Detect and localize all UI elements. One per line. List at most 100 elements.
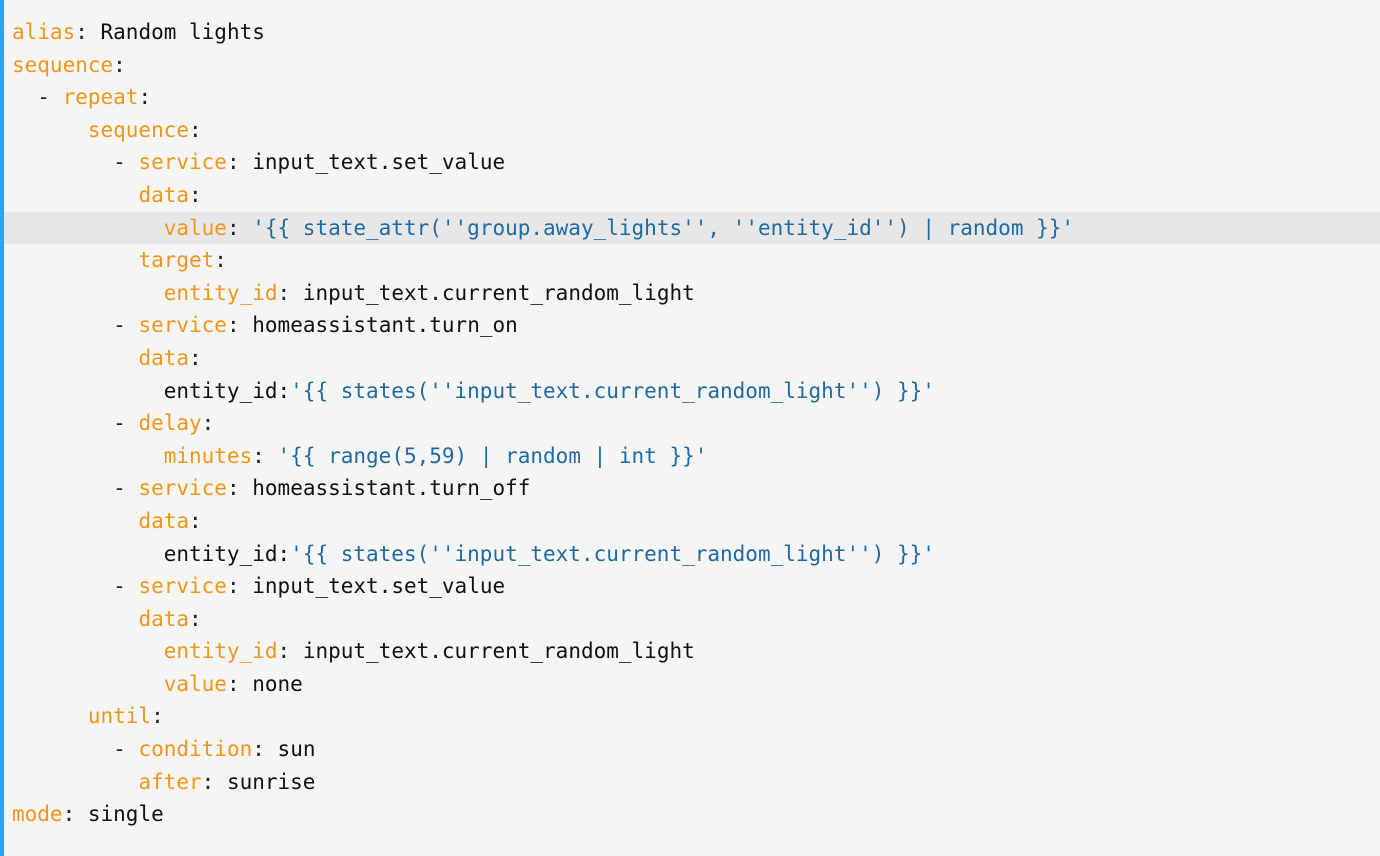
yaml-punctuation: : [226, 313, 253, 338]
yaml-punctuation: : [189, 606, 202, 631]
code-line[interactable]: minutes: '{{ range(5,59) | random | int … [4, 440, 1380, 473]
line-indent [12, 542, 164, 566]
line-indent [12, 216, 164, 240]
yaml-key: service [138, 574, 227, 599]
yaml-string: '{{ states(''input_text.current_random_l… [290, 378, 935, 403]
code-line[interactable]: entity_id: input_text.current_random_lig… [4, 277, 1380, 310]
line-indent [12, 183, 138, 207]
yaml-key: target [138, 248, 215, 273]
yaml-key: service [138, 476, 227, 501]
line-indent [12, 607, 138, 631]
line-indent [12, 737, 113, 761]
editor-focus-bar [0, 0, 4, 856]
line-indent [12, 672, 164, 696]
yaml-value: entity_id: [163, 378, 291, 403]
yaml-value: input_text.current_random_light [302, 639, 695, 664]
yaml-key: mode [12, 802, 63, 827]
code-line[interactable]: - service: homeassistant.turn_off [4, 472, 1380, 505]
yaml-key: until [87, 704, 152, 729]
code-line[interactable]: data: [4, 505, 1380, 538]
yaml-key: after [138, 769, 202, 794]
yaml-key: data [138, 345, 190, 370]
yaml-key: condition [138, 737, 253, 762]
yaml-punctuation: - [113, 150, 139, 175]
code-line[interactable]: after: sunrise [4, 766, 1380, 799]
line-indent [12, 379, 164, 403]
yaml-punctuation: : [277, 639, 303, 664]
yaml-punctuation: - [113, 313, 139, 338]
code-line[interactable]: mode: single [4, 798, 1380, 831]
yaml-key: sequence [12, 52, 114, 77]
code-line[interactable]: data: [4, 179, 1380, 212]
yaml-key: data [138, 182, 190, 207]
line-indent [12, 411, 113, 435]
yaml-punctuation: - [37, 85, 63, 110]
yaml-value: input_text.set_value [252, 574, 506, 599]
code-line[interactable]: - condition: sun [4, 733, 1380, 766]
yaml-key: sequence [87, 117, 190, 142]
yaml-value: homeassistant.turn_on [252, 313, 518, 338]
yaml-key: minutes [163, 443, 253, 468]
line-indent [12, 281, 164, 305]
yaml-punctuation: : [201, 411, 215, 436]
yaml-value: entity_id: [163, 541, 291, 566]
line-indent [12, 704, 88, 728]
yaml-value: homeassistant.turn_off [252, 476, 531, 501]
yaml-punctuation: : [252, 737, 278, 762]
code-line[interactable]: - service: homeassistant.turn_on [4, 309, 1380, 342]
code-line[interactable]: - service: input_text.set_value [4, 146, 1380, 179]
line-indent [12, 118, 88, 142]
line-indent [12, 639, 164, 663]
yaml-punctuation: : [226, 574, 253, 599]
yaml-key: value [163, 671, 227, 696]
code-line[interactable]: sequence: [4, 114, 1380, 147]
yaml-punctuation: : [201, 769, 227, 794]
yaml-punctuation: : [226, 671, 253, 696]
code-line[interactable]: alias: Random lights [4, 16, 1380, 49]
yaml-punctuation: : [226, 476, 253, 501]
line-indent [12, 770, 138, 794]
code-line[interactable]: - delay: [4, 407, 1380, 440]
yaml-value: Random lights [100, 20, 265, 44]
code-line[interactable]: entity_id:'{{ states(''input_text.curren… [4, 538, 1380, 571]
yaml-value: none [252, 671, 303, 696]
yaml-punctuation: - [113, 574, 139, 599]
code-line-active[interactable]: value: '{{ state_attr(''group.away_light… [4, 211, 1380, 245]
yaml-punctuation: : [138, 85, 152, 110]
code-line[interactable]: entity_id:'{{ states(''input_text.curren… [4, 375, 1380, 408]
yaml-punctuation: : [226, 150, 253, 175]
yaml-key: alias [12, 20, 76, 44]
yaml-punctuation: : [151, 704, 164, 729]
code-line[interactable]: data: [4, 342, 1380, 375]
code-line[interactable]: data: [4, 603, 1380, 636]
code-line[interactable]: value: none [4, 668, 1380, 701]
yaml-punctuation: : [75, 20, 101, 44]
code-line[interactable]: until: [4, 700, 1380, 733]
yaml-punctuation: - [113, 476, 139, 501]
yaml-punctuation: : [189, 117, 202, 142]
yaml-punctuation: : [189, 345, 202, 370]
code-line[interactable]: - service: input_text.set_value [4, 570, 1380, 603]
yaml-punctuation: : [189, 508, 202, 533]
yaml-key: delay [138, 411, 202, 436]
yaml-punctuation: : [226, 215, 253, 240]
code-line[interactable]: - repeat: [4, 81, 1380, 114]
line-indent [12, 574, 113, 598]
line-indent [12, 509, 138, 533]
line-indent [12, 476, 113, 500]
code-line[interactable]: sequence: [4, 49, 1380, 82]
line-indent [12, 313, 113, 337]
line-indent [12, 444, 164, 468]
code-line[interactable]: target: [4, 244, 1380, 277]
yaml-value: sunrise [226, 769, 316, 794]
yaml-punctuation: - [113, 411, 139, 436]
code-line[interactable]: entity_id: input_text.current_random_lig… [4, 635, 1380, 668]
yaml-value: input_text.current_random_light [302, 280, 695, 305]
yaml-punctuation: : [277, 280, 303, 305]
yaml-key: service [138, 313, 227, 338]
yaml-punctuation: : [214, 248, 227, 273]
yaml-key: data [138, 508, 190, 533]
yaml-key: service [138, 150, 227, 175]
yaml-key: entity_id [163, 639, 278, 664]
